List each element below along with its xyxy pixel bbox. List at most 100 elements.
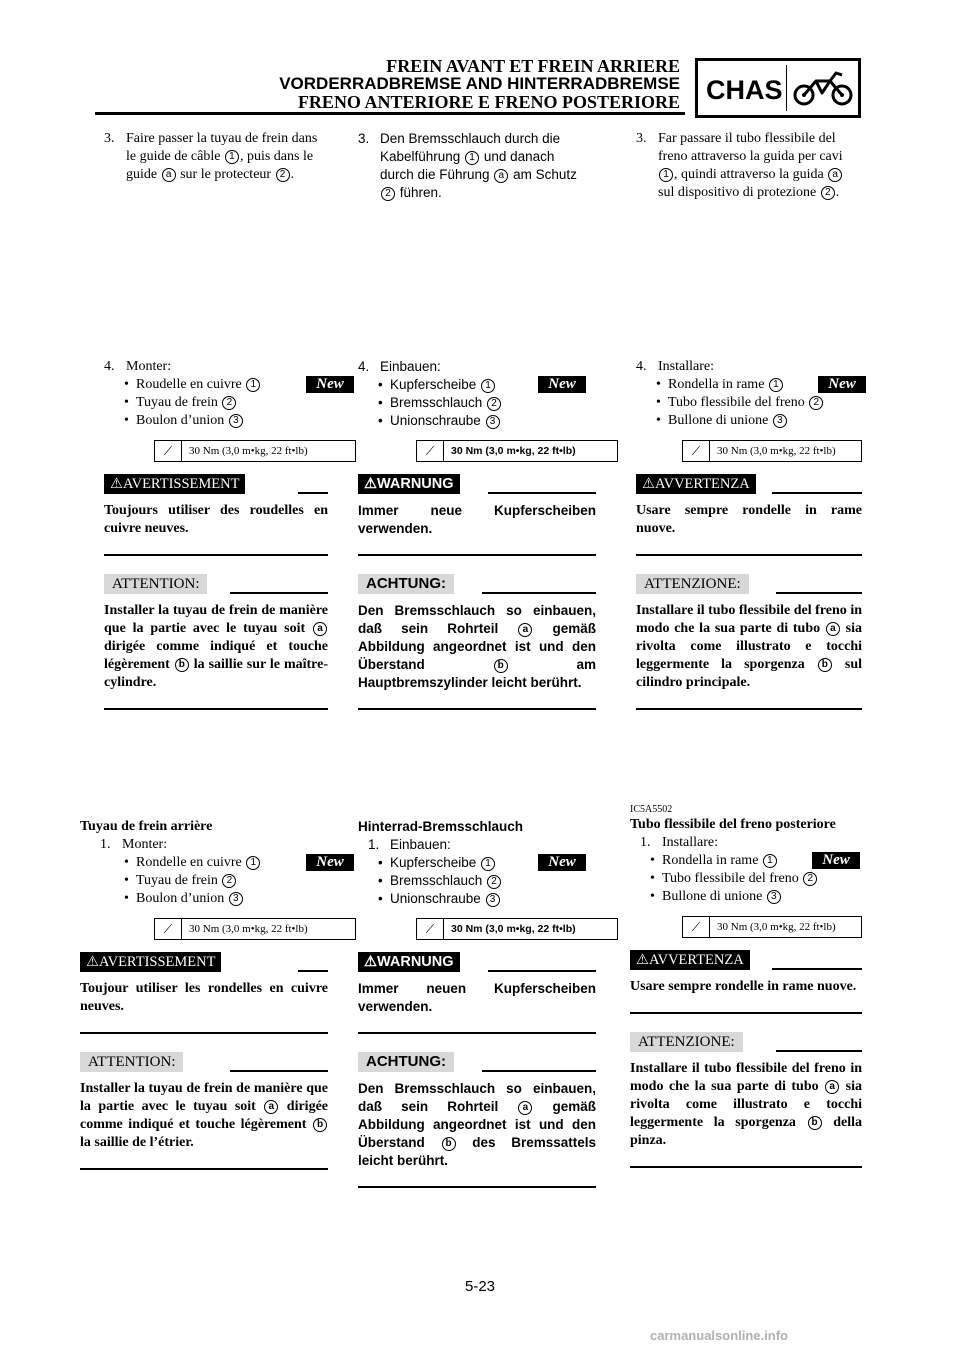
list-item: •Bullone di unione 3 [656,412,862,430]
caution-text: Den Bremsschlauch so einbauen, daß sein … [358,603,596,690]
warning-text: Immer neuen Kupferscheiben verwenden. [358,981,596,1014]
new-badge: New [306,854,354,871]
fr-step-3: 3.Faire passer la tuyau de frein dans le… [104,131,318,182]
torque-spec: ⟋30 Nm (3,0 m•kg, 22 ft•lb) [154,440,356,462]
caution-header: ACHTUNG: [358,1052,596,1074]
caution-text: Installer la tuyau de frein de manière q… [104,603,328,690]
column-italian: 3.Far passare il tubo flessibile del fre… [636,130,862,202]
list-item: •Tuyau de frein 2 [124,394,328,412]
ref-a: a [161,168,176,182]
torque-spec: ⟋30 Nm (3,0 m•kg, 22 ft•lb) [682,916,862,938]
list-item: •Tuyau de frein 2 [124,872,328,890]
warning-triangle-icon: ⚠ [636,952,649,968]
caution-text: Installare il tubo flessibile del freno … [630,1061,863,1148]
de-step-3: 3.Den Bremsschlauch durch die Kabelführu… [358,131,577,201]
de-rear-step-1: 1.Einbauen: [368,837,451,852]
motorcycle-icon [793,71,853,106]
warning-header: ⚠AVERTISSEMENT [104,474,328,496]
warning-triangle-icon: ⚠ [364,954,377,970]
header-title-fr: FREIN AVANT ET FREIN ARRIERE [386,56,680,76]
list-item: •Bremsschlauch 2 [378,872,596,890]
it-step-3: 3.Far passare il tubo flessibile del fre… [636,131,843,200]
warning-text: Toujours utiliser des roudelles en cuivr… [104,503,328,536]
wrench-icon: ⟋ [683,917,710,937]
header-title-de: VORDERRADBREMSE AND HINTERRADBREMSE [279,74,680,93]
new-badge: New [538,854,586,871]
it-step-4: 4.Installare: [636,359,714,374]
warning-triangle-icon: ⚠ [86,954,99,970]
fr-step-4: 4.Monter: [104,359,172,374]
warning-header: ⚠AVVERTENZA [630,950,862,972]
new-badge: New [818,376,866,393]
wrench-icon: ⟋ [417,441,444,461]
list-item: •Boulon d’union 3 [124,890,328,908]
warning-header: ⚠AVERTISSEMENT [80,952,328,974]
section-heading: Tubo flessibile del freno posteriore [630,817,836,832]
caution-header: ATTENTION: [104,574,328,596]
warning-triangle-icon: ⚠ [364,476,377,492]
warning-header: ⚠AVVERTENZA [636,474,862,496]
section-badge: CHAS [695,58,861,118]
section-heading: Tuyau de frein arrière [80,819,213,834]
caution-text: Installer la tuyau de frein de manière q… [80,1081,328,1150]
warning-header: ⚠WARNUNG [358,474,596,496]
warning-text: Immer neue Kupferscheiben verwenden. [358,503,596,536]
it-rear-step-1: 1.Installare: [640,835,718,850]
caution-text: Den Bremsschlauch so einbauen, daß sein … [358,1081,597,1168]
warning-header: ⚠WARNUNG [358,952,596,974]
warning-triangle-icon: ⚠ [642,476,655,492]
caution-text: Installare il tubo flessibile del freno … [636,603,862,690]
ref-2: 2 [275,168,290,182]
section-heading: Hinterrad-Bremsschlauch [358,819,524,834]
header-rule [95,112,685,115]
page-number: 5-23 [464,1278,496,1295]
list-item: •Tubo flessibile del freno 2 [650,870,862,888]
caution-header: ATTENZIONE: [630,1032,862,1054]
de-step-4: 4.Einbauen: [358,359,441,374]
new-badge: New [306,376,354,393]
wrench-icon: ⟋ [155,441,182,461]
warning-triangle-icon: ⚠ [110,476,123,492]
list-item: •Bullone di unione 3 [650,888,862,906]
section-badge-divider [786,65,787,111]
column-italian-rear: IC5A5502 Tubo flessibile del freno poste… [630,804,862,1168]
torque-spec: ⟋30 Nm (3,0 m•kg, 22 ft•lb) [154,918,356,940]
torque-spec: ⟋30 Nm (3,0 m•kg, 22 ft•lb) [416,918,618,940]
fr-rear-step-1: 1.Monter: [100,837,168,852]
torque-spec: ⟋30 Nm (3,0 m•kg, 22 ft•lb) [682,440,862,462]
column-french-rear: Tuyau de frein arrière 1.Monter: •Rondel… [80,818,356,1170]
column-french: 3.Faire passer la tuyau de frein dans le… [104,130,328,184]
watermark: carmanualsonline.info [650,1328,788,1343]
torque-spec: ⟋30 Nm (3,0 m•kg, 22 ft•lb) [416,440,618,462]
list-item: •Unionschraube 3 [378,890,596,908]
caution-header: ACHTUNG: [358,574,596,596]
list-item: •Boulon d’union 3 [124,412,328,430]
new-badge: New [538,376,586,393]
section-badge-label: CHAS [706,75,783,105]
ref-1: 1 [224,150,239,164]
list-item: •Unionschraube 3 [378,412,596,430]
section-code: IC5A5502 [630,804,673,815]
new-badge: New [812,852,860,869]
list-item: •Bremsschlauch 2 [378,394,596,412]
warning-text: Toujour utiliser les rondelles en cuivre… [80,981,328,1014]
caution-header: ATTENTION: [80,1052,328,1074]
column-german-rear: Hinterrad-Bremsschlauch 1.Einbauen: •Kup… [358,818,618,1188]
list-item: •Tubo flessibile del freno 2 [656,394,862,412]
wrench-icon: ⟋ [417,919,444,939]
header-title-it: FRENO ANTERIORE E FRENO POSTERIORE [297,92,680,112]
wrench-icon: ⟋ [683,441,710,461]
column-german: 3.Den Bremsschlauch durch die Kabelführu… [358,130,596,202]
wrench-icon: ⟋ [155,919,182,939]
warning-text: Usare sempre rondelle in rame nuove. [636,503,862,536]
caution-header: ATTENZIONE: [636,574,862,596]
